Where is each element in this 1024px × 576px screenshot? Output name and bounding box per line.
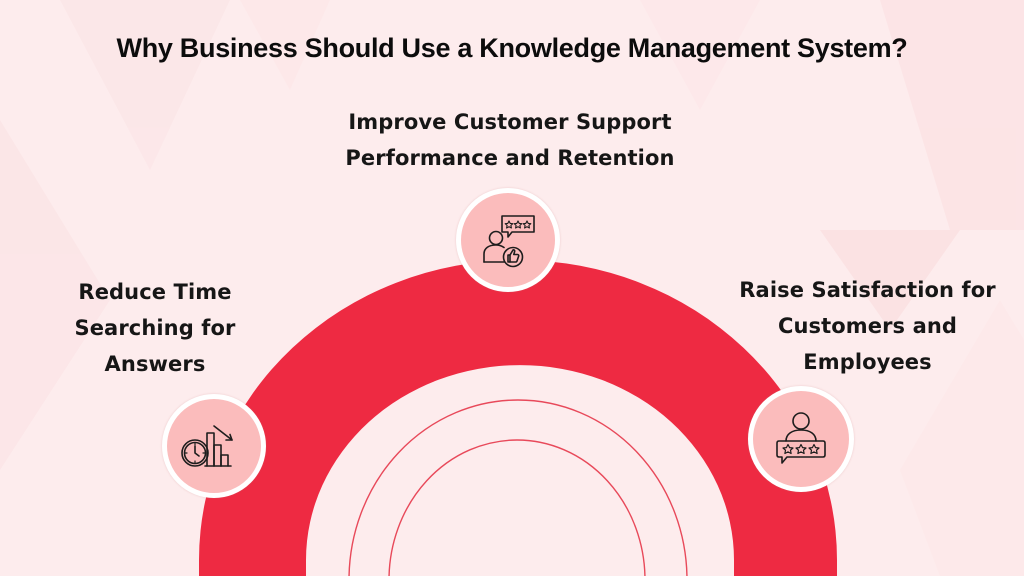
inner-ring-outer [348,399,688,576]
benefit-label-line: Improve Customer Support [348,110,672,134]
inner-ring-inner [388,439,646,576]
benefit-node-raise-satisfaction [748,386,854,492]
person-star-review-icon [776,412,826,464]
benefit-label-line: Answers [104,352,206,376]
benefit-label-line: Employees [803,350,932,374]
benefit-label-line: Raise Satisfaction for [739,278,996,302]
benefit-label-line: Performance and Retention [345,146,675,170]
clock-declining-chart-icon [181,425,233,467]
benefit-node-customer-support [456,188,560,292]
customer-rating-thumbs-up-icon [483,215,535,268]
benefit-label-line: Customers and [777,314,958,338]
benefit-label-customer-support: Improve Customer Support Performance and… [300,104,720,176]
page-title: Why Business Should Use a Knowledge Mana… [116,33,908,63]
red-arch [199,260,837,576]
benefit-node-reduce-time [162,394,266,498]
benefit-label-line: Searching for [74,316,236,340]
benefit-label-reduce-time: Reduce Time Searching for Answers [40,274,270,382]
benefit-label-raise-satisfaction: Raise Satisfaction for Customers and Emp… [715,272,1020,380]
benefit-label-line: Reduce Time [78,280,232,304]
